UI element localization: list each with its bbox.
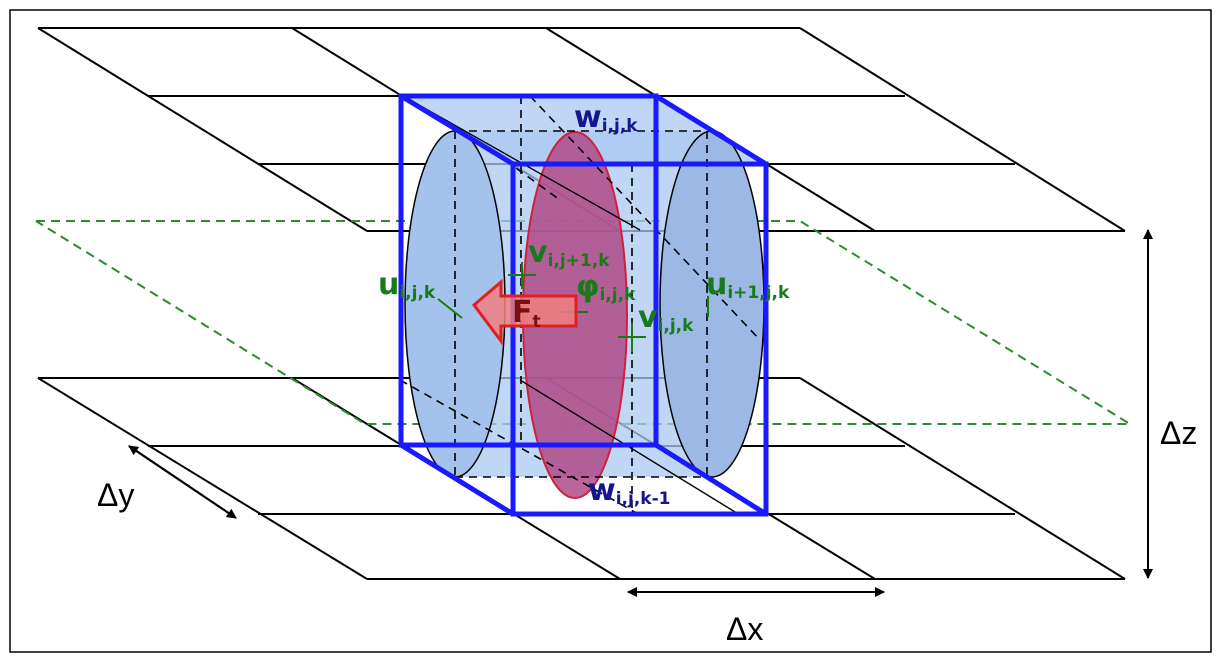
force-label: Ft (512, 295, 541, 332)
u-right-label: ui+1,j,k (706, 267, 790, 303)
dim-arrow-dy (128, 445, 237, 519)
cell-box (398, 93, 769, 517)
mid-plane-dashed (35, 220, 1134, 425)
right-cylinder (659, 130, 765, 478)
v-center-label: vi,j,k (638, 300, 694, 336)
force-arrow (471, 278, 578, 346)
w-bottom-label: wi,j,k-1 (588, 473, 670, 509)
dy-label: Δy (97, 477, 134, 513)
dx-label: Δx (726, 611, 763, 647)
dz-label: Δz (1160, 415, 1197, 451)
phi-label: φi,j,k (576, 269, 636, 305)
w-top-label: wi,j,k (574, 100, 638, 136)
v-top-label: vi,j+1,k (528, 235, 610, 271)
u-left-label: ui,j,k (378, 267, 436, 303)
figure-frame (9, 9, 1212, 653)
